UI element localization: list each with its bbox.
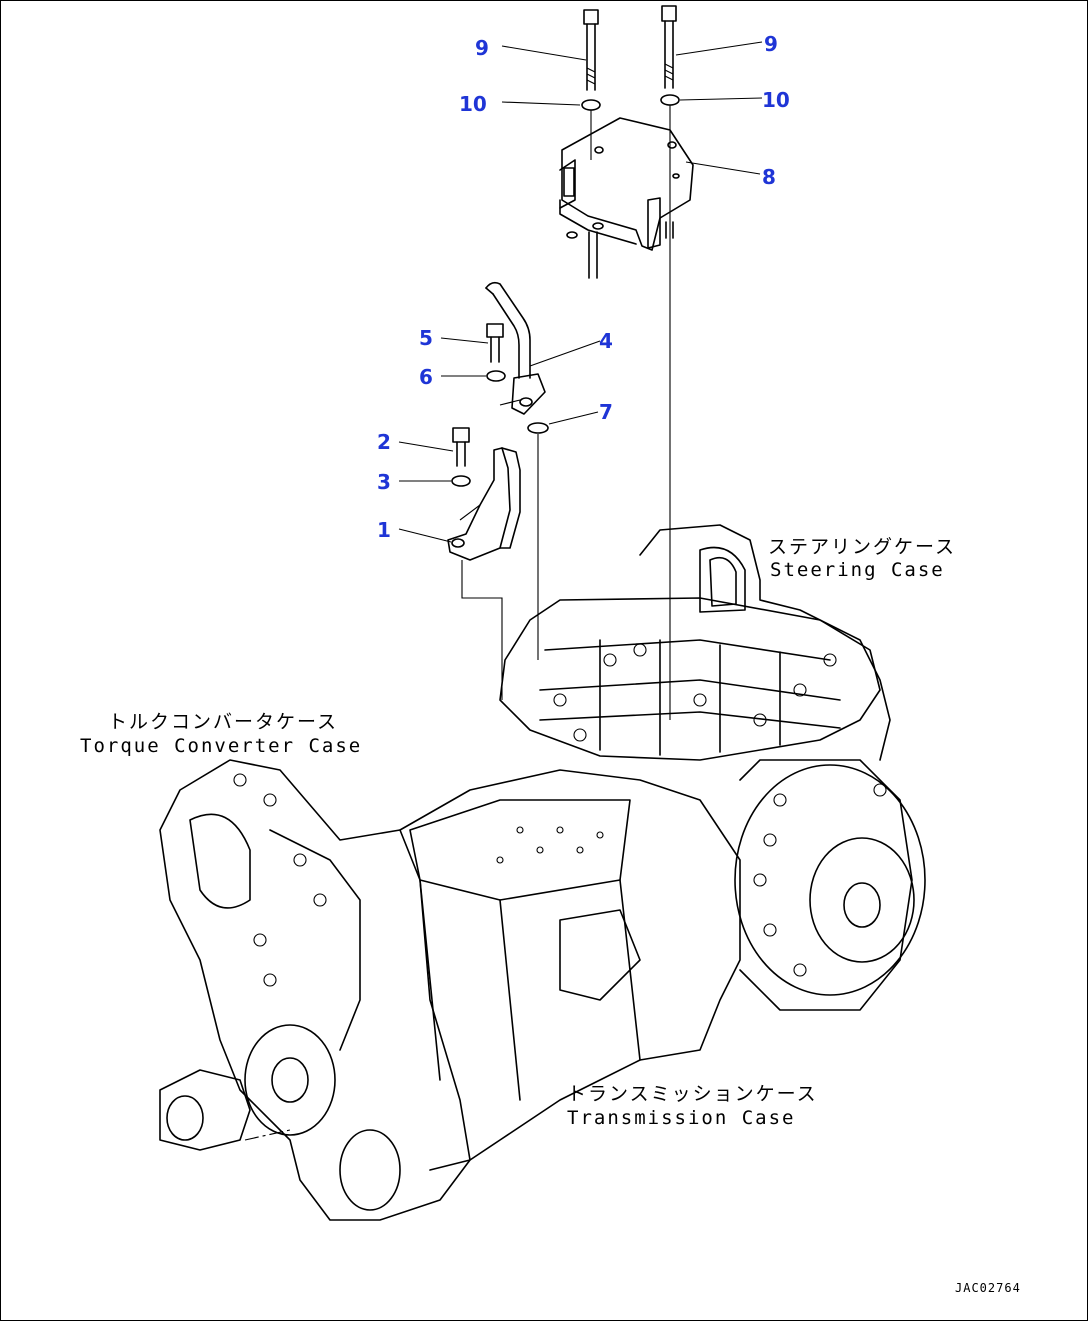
cover-plate-8 — [559, 117, 694, 279]
washer-6 — [486, 370, 506, 382]
callout-9-right: 9 — [764, 32, 778, 56]
bolt-2 — [452, 427, 470, 467]
caption-torque-converter-case-en: Torque Converter Case — [80, 735, 362, 757]
bolt-9-right — [661, 5, 677, 89]
washer-10-right — [660, 94, 680, 106]
callout-10-right: 10 — [762, 88, 790, 112]
caption-torque-converter-case-jp: トルクコンバータケース — [108, 711, 338, 733]
bolt-9-left — [583, 9, 599, 91]
caption-transmission-case-jp: トランスミッションケース — [567, 1083, 818, 1105]
leader-lines — [398, 41, 763, 543]
callout-3: 3 — [377, 470, 391, 494]
caption-transmission-case-en: Transmission Case — [567, 1107, 795, 1129]
callout-2: 2 — [377, 430, 391, 454]
callout-6: 6 — [419, 365, 433, 389]
callout-9-left: 9 — [475, 36, 489, 60]
caption-steering-case-en: Steering Case — [770, 559, 945, 581]
callout-1: 1 — [377, 518, 391, 542]
bracket-1 — [447, 447, 521, 561]
callout-8: 8 — [762, 165, 776, 189]
assembly-lines — [461, 105, 671, 720]
tube-4 — [485, 281, 546, 415]
callout-7: 7 — [599, 400, 613, 424]
callout-4: 4 — [599, 329, 613, 353]
washer-3 — [451, 475, 471, 487]
bolt-5 — [486, 323, 504, 363]
caption-steering-case-jp: ステアリングケース — [768, 536, 956, 558]
o-ring-7 — [527, 422, 549, 434]
callout-5: 5 — [419, 326, 433, 350]
drawing-code: JAC02764 — [955, 1281, 1021, 1295]
transmission-assembly — [159, 524, 926, 1221]
washer-10-left — [581, 99, 601, 111]
callout-10-left: 10 — [459, 92, 487, 116]
